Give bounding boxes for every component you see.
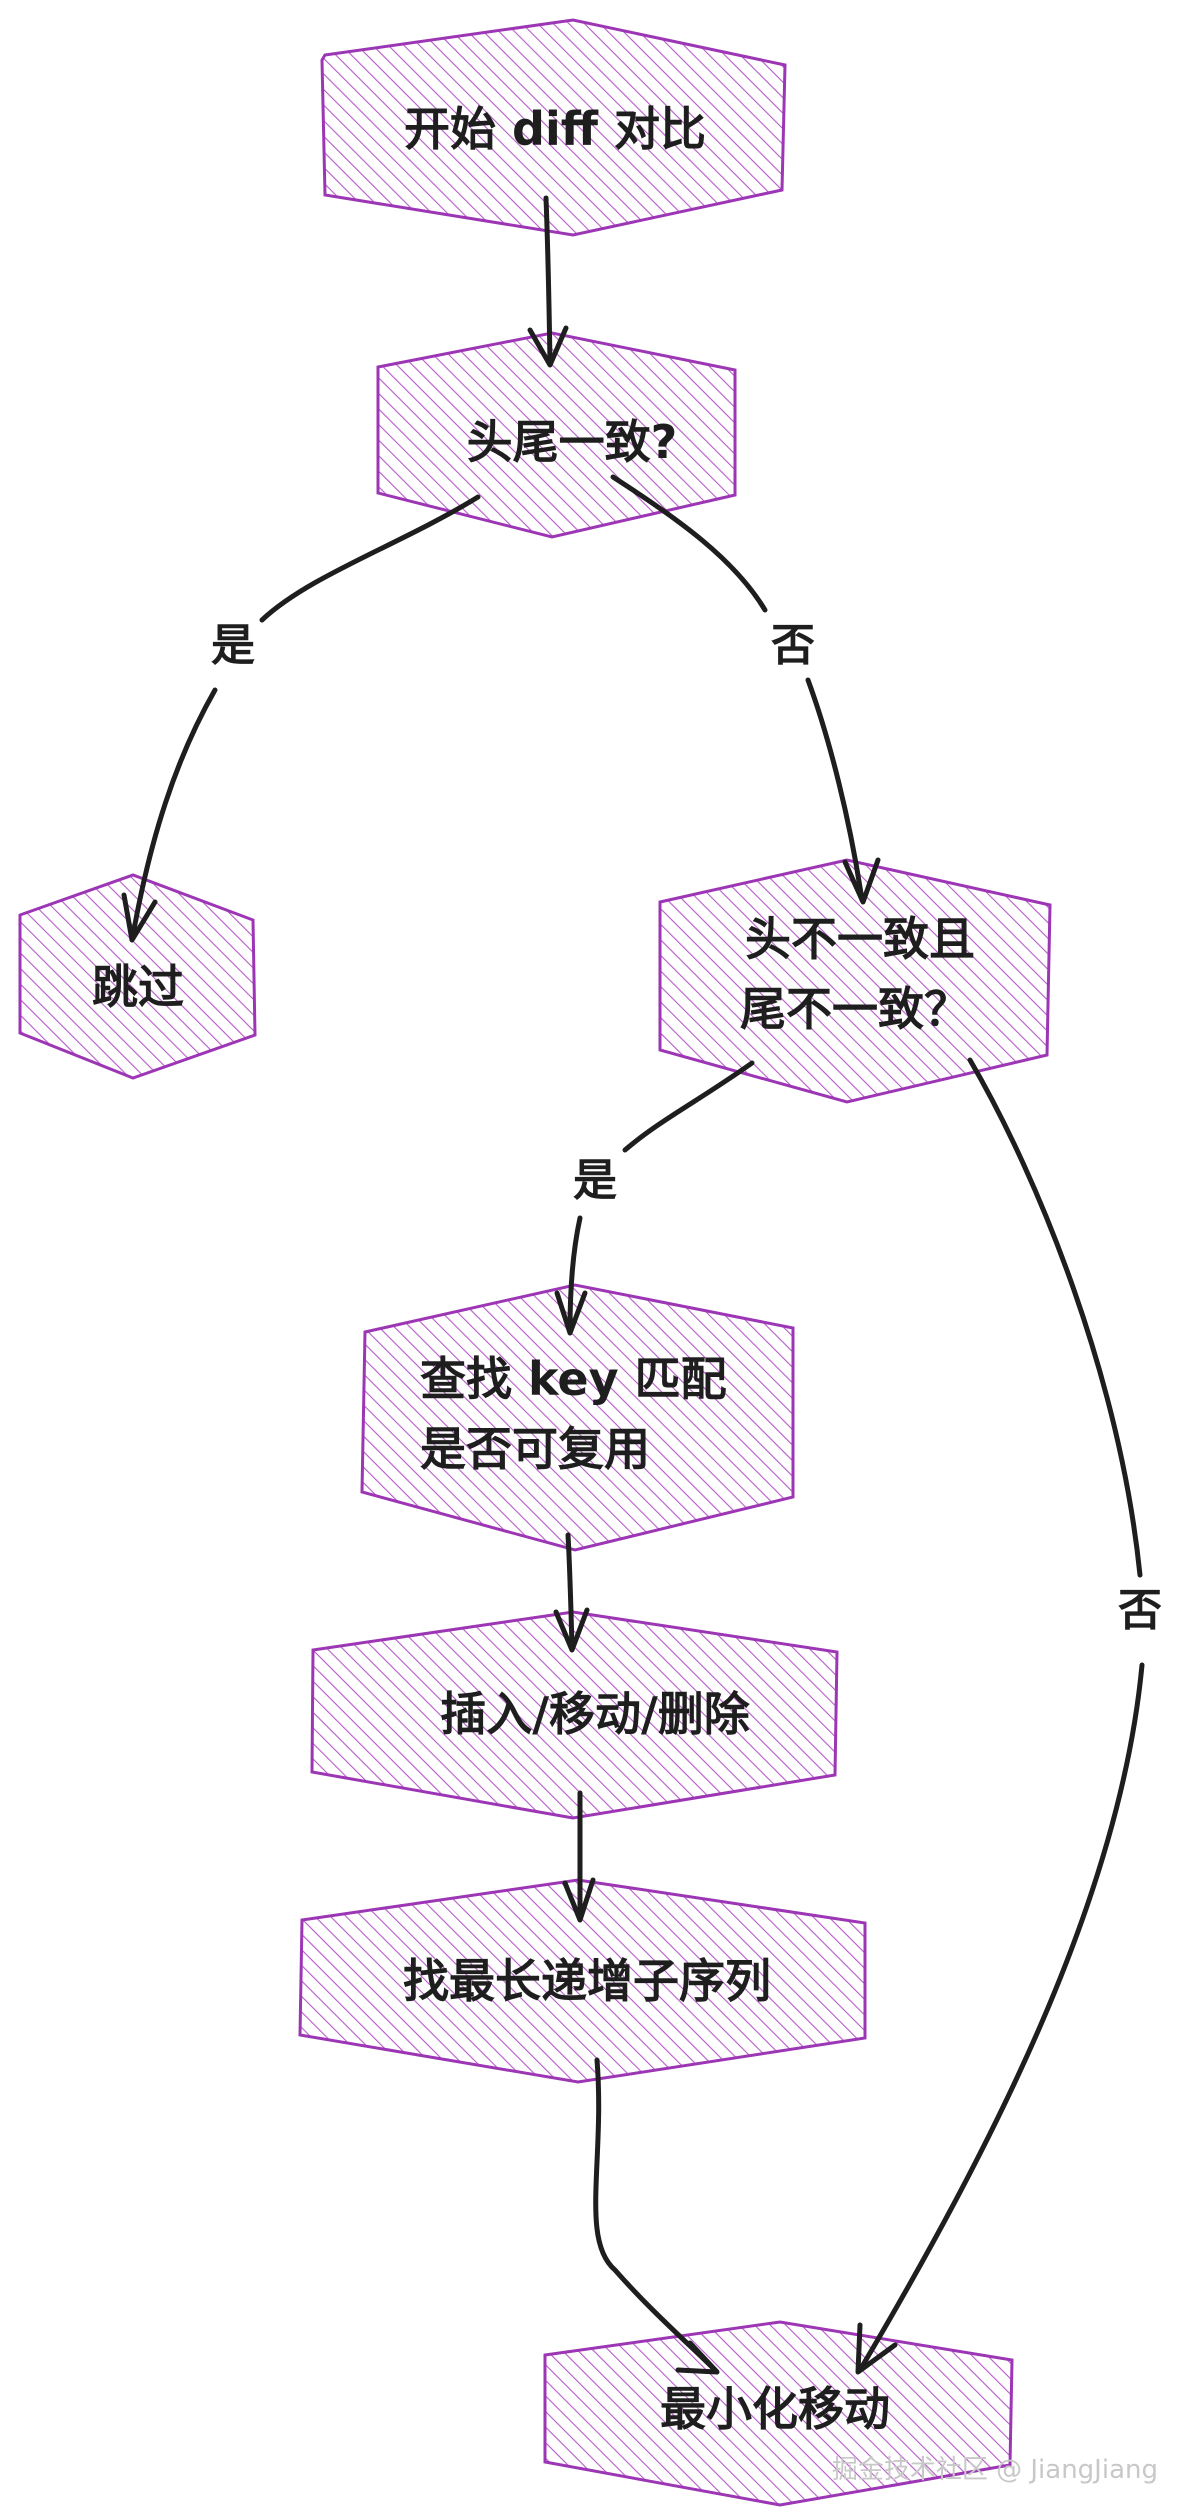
node-start-label: 开始 diff 对比 xyxy=(404,102,706,156)
node-head-tail-match: 头尾一致? xyxy=(376,331,737,539)
node-find-key-line2: 是否可复用 xyxy=(420,1422,650,1476)
node-min-move-label: 最小化移动 xyxy=(660,2382,890,2436)
node-find-key-line1: 查找 key 匹配 xyxy=(420,1352,727,1406)
node-min-move: 最小化移动 xyxy=(543,2320,1014,2507)
edge-label-yes-2: 是 xyxy=(573,1155,617,1206)
edge-insert-to-lis xyxy=(562,1790,596,1923)
edge-label-no-1: 否 xyxy=(771,620,815,671)
edge-mismatch-to-findkey xyxy=(554,1060,755,1336)
node-lis-label: 找最长递增子序列 xyxy=(403,1954,771,2008)
watermark: 掘金技术社区 @ JiangJiang xyxy=(832,2455,1158,2485)
node-head-tail-mismatch-line2: 尾不一致？ xyxy=(740,982,970,1036)
node-find-key: 查找 key 匹配 是否可复用 xyxy=(360,1283,795,1552)
node-head-tail-mismatch: 头不一致且 尾不一致？ xyxy=(658,858,1052,1104)
node-lis: 找最长递增子序列 xyxy=(298,1878,867,2084)
node-start: 开始 diff 对比 xyxy=(320,18,787,237)
edge-label-yes-1: 是 xyxy=(211,620,255,671)
edge-lis-to-minmove xyxy=(593,2057,720,2375)
edge-match-to-skip xyxy=(121,494,481,943)
edge-mismatch-to-minmove xyxy=(855,1057,1145,2375)
edge-match-to-mismatch xyxy=(610,474,881,905)
node-head-tail-mismatch-line1: 头不一致且 xyxy=(745,912,975,966)
node-insert-move-delete-label: 插入/移动/删除 xyxy=(440,1687,751,1741)
edge-findkey-to-insert xyxy=(553,1532,590,1653)
edge-label-no-2: 否 xyxy=(1118,1585,1162,1636)
node-skip-label: 跳过 xyxy=(92,960,184,1014)
edge-start-to-match xyxy=(527,195,569,368)
node-skip: 跳过 xyxy=(18,873,257,1080)
node-head-tail-match-label: 头尾一致? xyxy=(467,415,678,469)
